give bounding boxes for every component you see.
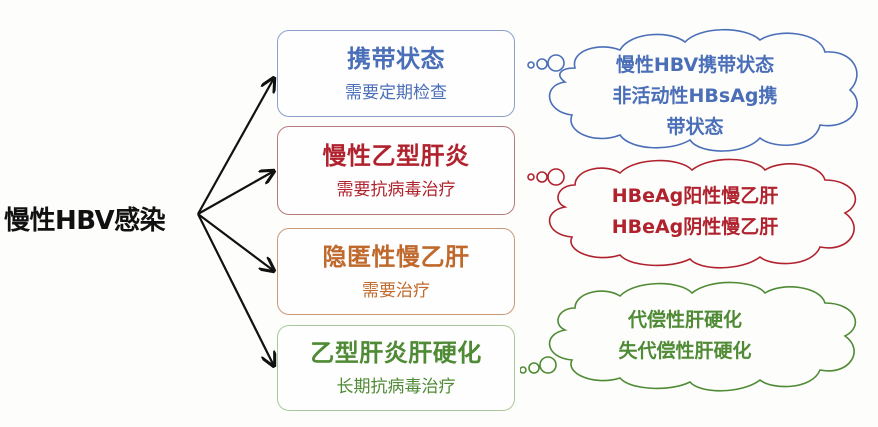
- chb-cloud-line-2: HBeAg阴性慢乙肝: [611, 216, 779, 238]
- carrier-state-box: 携带状态 需要定期检查: [277, 30, 515, 117]
- chronic-hepatitis-b-box: 慢性乙型肝炎 需要抗病毒治疗: [277, 126, 515, 215]
- carrier-state-subtitle: 需要定期检查: [345, 82, 447, 103]
- chb-cloud-line-1: HBeAg阳性慢乙肝: [611, 185, 779, 207]
- arrow-to-cirrhosis: [197, 213, 274, 366]
- carrier-cloud-line-1: 慢性HBV携带状态: [615, 53, 775, 76]
- cirrhosis-cloud-line-2: 失代偿性肝硬化: [618, 340, 752, 362]
- chb-cloud: HBeAg阳性慢乙肝 HBeAg阴性慢乙肝: [575, 172, 815, 252]
- cirrhosis-cloud-shape: [520, 281, 857, 392]
- cirrhosis-cloud-line-1: 代偿性肝硬化: [627, 309, 742, 331]
- carrier-cloud-shape: [527, 28, 858, 152]
- chronic-hepatitis-b-subtitle: 需要抗病毒治疗: [336, 179, 456, 200]
- occult-hbv-box: 隐匿性慢乙肝 需要治疗: [277, 228, 515, 315]
- carrier-cloud: 慢性HBV携带状态 非活动性HBsAg携 带状态: [575, 40, 815, 152]
- hbv-cirrhosis-subtitle: 长期抗病毒治疗: [336, 377, 456, 397]
- carrier-state-title: 携带状态: [347, 44, 445, 73]
- arrow-to-chb: [197, 171, 274, 215]
- carrier-cloud-line-2: 非活动性HBsAg携: [612, 84, 778, 107]
- hbv-cirrhosis-box: 乙型肝炎肝硬化 长期抗病毒治疗: [277, 325, 515, 411]
- root-node-label: 慢性HBV感染: [4, 206, 166, 236]
- cirrhosis-cloud: 代偿性肝硬化 失代偿性肝硬化: [580, 296, 790, 376]
- occult-hbv-subtitle: 需要治疗: [362, 280, 430, 301]
- occult-hbv-title: 隐匿性慢乙肝: [322, 242, 470, 271]
- arrow-to-carrier: [197, 78, 274, 215]
- arrow-to-occult: [197, 213, 274, 271]
- chb-cloud-shape: [527, 158, 857, 269]
- carrier-cloud-line-3: 带状态: [666, 115, 724, 138]
- chronic-hepatitis-b-title: 慢性乙型肝炎: [322, 141, 470, 170]
- hbv-cirrhosis-title: 乙型肝炎肝硬化: [310, 339, 482, 367]
